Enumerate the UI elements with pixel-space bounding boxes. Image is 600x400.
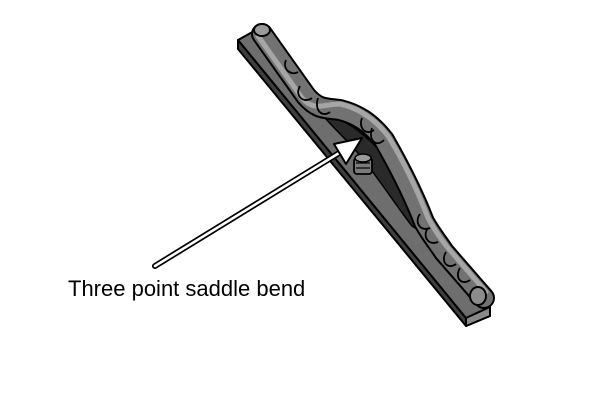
pipe-end-cap xyxy=(469,286,487,306)
nut-fitting xyxy=(353,153,373,175)
pipe-highlight xyxy=(255,33,489,295)
arrow-head xyxy=(333,137,363,165)
flat-bar-end xyxy=(465,306,491,327)
pointer-arrow xyxy=(152,137,363,269)
pipe xyxy=(251,23,495,309)
pipe-joints xyxy=(284,59,471,283)
diagram-caption: Three point saddle bend xyxy=(68,276,306,301)
